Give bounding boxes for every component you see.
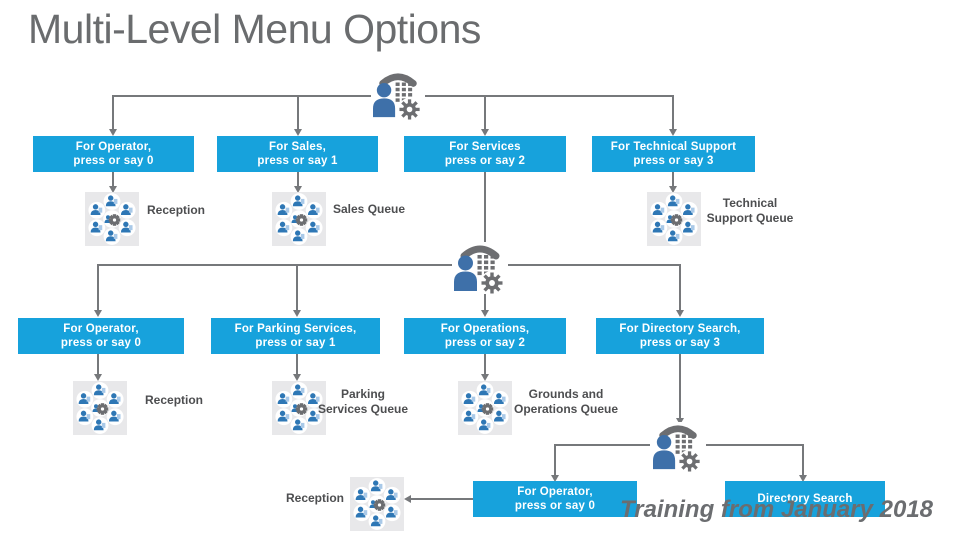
- call-queue-icon: [647, 192, 701, 246]
- menu-option-line2: press or say 0: [73, 155, 154, 167]
- arrow-down-icon: [481, 129, 489, 136]
- arrow-down-icon: [676, 418, 684, 425]
- connector-line: [297, 172, 299, 187]
- queue-label-parking: Parking Services Queue: [317, 387, 409, 416]
- menu-option-line1: For Services: [449, 141, 521, 153]
- arrow-down-icon: [109, 129, 117, 136]
- arrow-down-icon: [669, 186, 677, 193]
- menu-option-line2: press or say 0: [60, 337, 142, 349]
- menu-option-directory-l2: For Directory Search, press or say 3: [596, 318, 764, 354]
- menu-option-line2: press or say 3: [633, 155, 714, 167]
- menu-option-line1: For Sales,: [269, 141, 326, 153]
- arrow-down-icon: [94, 310, 102, 317]
- menu-option-line2: press or say 0: [514, 500, 596, 512]
- connector-line: [679, 265, 681, 310]
- slide-title: Multi-Level Menu Options: [28, 6, 481, 52]
- menu-option-operator-l3: For Operator, press or say 0: [473, 481, 637, 517]
- connector-line: [702, 444, 803, 446]
- connector-line: [297, 96, 299, 129]
- connector-line: [97, 265, 99, 310]
- menu-option-line2: press or say 1: [255, 337, 336, 349]
- call-queue-icon: [85, 192, 139, 246]
- queue-label-reception-l2: Reception: [145, 393, 204, 407]
- menu-option-parking-l2: For Parking Services, press or say 1: [211, 318, 380, 354]
- call-queue-icon: [458, 381, 512, 435]
- arrow-down-icon: [109, 186, 117, 193]
- footer-text: Training from January 2018: [620, 496, 934, 523]
- queue-label-techsupport: Technical Support Queue: [706, 196, 794, 225]
- queue-label-reception-l3: Reception: [285, 491, 344, 505]
- connector-line: [296, 265, 298, 310]
- menu-option-directory-l3: Directory Search: [725, 481, 885, 517]
- menu-option-line1: For Operator,: [75, 141, 152, 153]
- menu-option-services-l1: For Services press or say 2: [404, 136, 566, 172]
- menu-option-operator-l1: For Operator, press or say 0: [33, 136, 194, 172]
- menu-option-line2: press or say 3: [639, 337, 721, 349]
- connector-line: [484, 96, 486, 129]
- arrow-down-icon: [294, 186, 302, 193]
- queue-label-reception-l1: Reception: [147, 203, 206, 217]
- call-queue-icon: [73, 381, 127, 435]
- connector-line: [296, 354, 298, 374]
- arrow-down-icon: [293, 310, 301, 317]
- connector-line: [672, 96, 674, 129]
- connector-line: [97, 264, 681, 266]
- connector-line: [679, 354, 681, 418]
- arrow-down-icon: [669, 129, 677, 136]
- menu-option-line1: For Technical Support: [610, 141, 737, 153]
- connector-line: [555, 444, 654, 446]
- arrow-down-icon: [294, 129, 302, 136]
- connector-line: [484, 354, 486, 374]
- menu-option-line2: press or say 2: [444, 337, 526, 349]
- auto-attendant-icon: [371, 70, 425, 121]
- connector-line: [484, 172, 486, 243]
- arrow-left-icon: [404, 495, 411, 503]
- connector-line: [112, 172, 114, 187]
- menu-option-line2: press or say 1: [257, 155, 338, 167]
- connector-line: [97, 354, 99, 374]
- menu-option-sales-l1: For Sales, press or say 1: [217, 136, 378, 172]
- menu-option-line1: For Operations,: [440, 323, 530, 335]
- menu-option-operations-l2: For Operations, press or say 2: [404, 318, 566, 354]
- arrow-down-icon: [481, 310, 489, 317]
- connector-line: [802, 444, 804, 475]
- connector-line: [484, 292, 486, 310]
- menu-option-line2: press or say 2: [444, 155, 526, 167]
- arrow-down-icon: [551, 475, 559, 482]
- queue-label-grounds: Grounds and Operations Queue: [513, 387, 619, 416]
- menu-option-line1: For Operator,: [63, 323, 139, 335]
- call-queue-icon: [272, 192, 326, 246]
- call-queue-icon: [350, 477, 404, 531]
- call-queue-icon: [272, 381, 326, 435]
- connector-line: [672, 172, 674, 187]
- arrow-down-icon: [481, 374, 489, 381]
- arrow-down-icon: [293, 374, 301, 381]
- menu-option-line1: For Directory Search,: [619, 323, 741, 335]
- menu-option-techsupport-l1: For Technical Support press or say 3: [592, 136, 755, 172]
- menu-option-operator-l2: For Operator, press or say 0: [18, 318, 184, 354]
- arrow-down-icon: [799, 475, 807, 482]
- connector-line: [411, 498, 473, 500]
- arrow-down-icon: [676, 310, 684, 317]
- menu-option-line1: For Parking Services,: [234, 323, 357, 335]
- menu-option-line1: For Operator,: [517, 486, 593, 498]
- menu-option-line1: Directory Search: [757, 493, 853, 505]
- auto-attendant-icon: [650, 422, 706, 473]
- auto-attendant-icon: [452, 242, 508, 295]
- arrow-down-icon: [94, 374, 102, 381]
- connector-line: [112, 96, 114, 129]
- queue-label-sales: Sales Queue: [333, 202, 406, 216]
- connector-line: [554, 444, 556, 475]
